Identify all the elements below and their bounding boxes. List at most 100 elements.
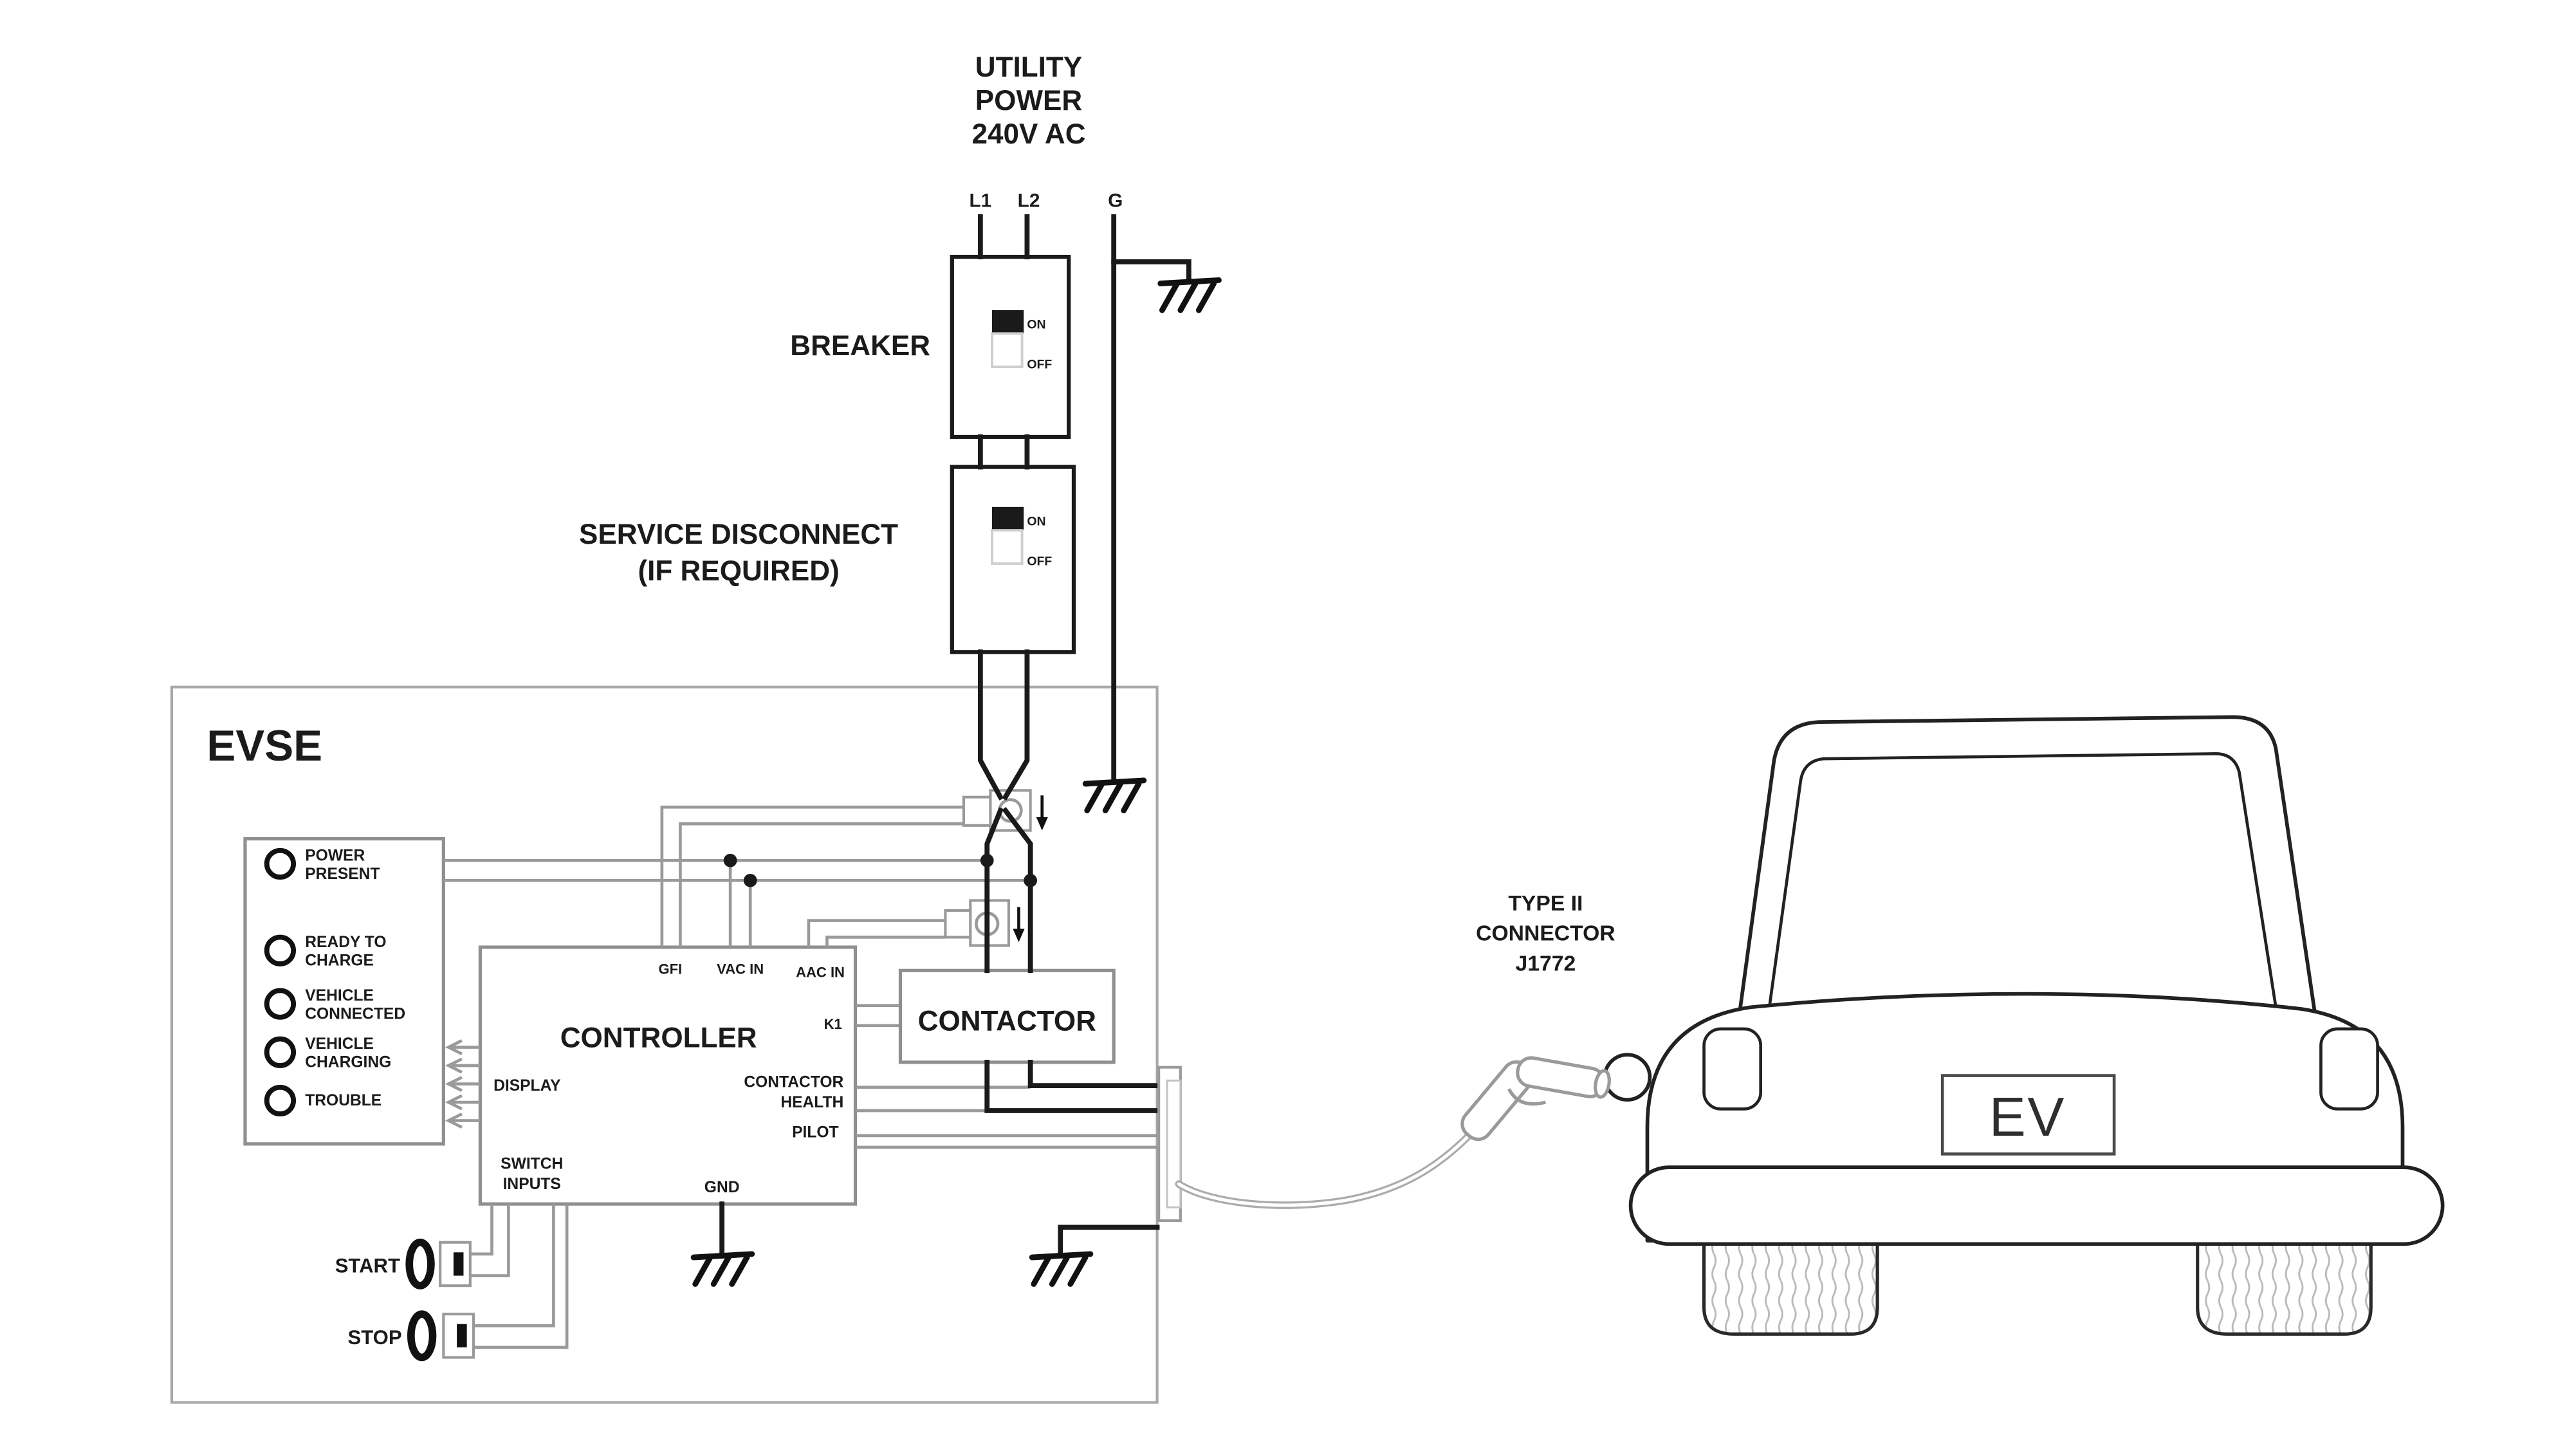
output-gnd-wire [1058,1225,1160,1255]
ground-symbol-icon [1161,280,1219,310]
l2-wire [1002,807,1033,974]
l2-wire [1002,649,1030,801]
display-bus-arrows [445,1039,481,1129]
start-switch-contact-icon [453,1252,464,1276]
terminal-l1: L1 [969,190,991,211]
breaker-box [950,254,1071,439]
service-disconnect: ON OFF SERVICE DISCONNECT (IF REQUIRED) [579,465,1076,654]
charge-cable [1175,1132,1473,1209]
controller-pin-k1: K1 [824,1016,842,1032]
l2-output-wire [1027,1059,1160,1089]
controller-pin-display: DISPLAY [493,1077,561,1095]
signal-wires [443,805,1159,1349]
connector-label-3: J1772 [1516,952,1576,975]
breaker-off-label: OFF [1027,358,1052,372]
led-ready-to-charge-icon [264,934,297,966]
start-button: START [335,1238,472,1289]
controller: GFI VAC IN AAC IN CONTROLLER K1 DISPLAY … [478,945,858,1206]
led-label: TROUBLE [305,1092,382,1109]
breaker-on-label: ON [1027,318,1045,332]
l1-output-wire [984,1059,1160,1113]
stop-button: STOP [348,1310,475,1362]
tail-light-left-icon [1702,1027,1763,1111]
license-plate-text: EV [1989,1087,2066,1148]
disconnect-off-label: OFF [1027,555,1052,569]
junction-dot [743,873,757,887]
junction-dot [1024,873,1037,887]
output-gland [1157,1066,1182,1223]
controller-pin-gfi: GFI [658,961,682,977]
status-led-panel: POWER PRESENT READY TO CHARGE VEHICLE CO… [243,836,445,1146]
connector-label-2: CONNECTOR [1476,922,1615,946]
led-label: VEHICLE [305,987,374,1004]
junction-dot [723,853,737,867]
terminal-labels: L1 L2 G [969,190,1123,211]
ev-car: EV [1603,715,2445,1336]
switch-input-wire-3 [474,1204,555,1327]
disconnect-switch-on-icon [991,506,1024,531]
gfi-sense-wire-1 [660,805,964,948]
controller-pin-gnd: GND [704,1179,740,1196]
charge-port-icon [1603,1053,1652,1102]
aac-sense-wire-1 [807,919,946,948]
led-label: CHARGE [305,952,374,970]
ground-branch-wire [1111,259,1191,281]
led-label: CHARGING [305,1054,391,1071]
terminal-l2: L2 [1018,190,1040,211]
disconnect-switch-off-icon [991,529,1024,565]
contactor-label: CONTACTOR [918,1006,1096,1037]
controller-pin-contactor-health-1: CONTACTOR [744,1074,843,1091]
charge-plug-icon [1460,1056,1611,1141]
ground-symbol-icon [1032,1254,1090,1284]
led-vehicle-connected-icon [264,988,297,1020]
ground-symbol-icon [1085,781,1144,811]
led-label: CONNECTED [305,1005,405,1022]
controller-box [478,945,858,1206]
terminal-ground: G [1108,190,1123,211]
type2-connector-label: TYPE II CONNECTOR J1772 [1476,892,1615,975]
breaker: ON OFF BREAKER [790,254,1071,439]
led-trouble-icon [264,1084,297,1117]
ground-symbol-icon [694,1254,752,1284]
controller-pin-switch-inputs-1: SWITCH [501,1156,563,1173]
controller-label: CONTROLLER [560,1022,757,1054]
stop-label: STOP [348,1326,402,1349]
disconnect-on-label: ON [1027,514,1045,528]
service-disconnect-label-1: SERVICE DISCONNECT [579,519,898,550]
service-disconnect-box [950,465,1076,654]
breaker-label: BREAKER [790,330,930,362]
led-power-present-icon [264,847,297,880]
controller-pin-contactor-health-2: HEALTH [780,1094,843,1111]
controller-pin-aac-in: AAC IN [796,965,845,981]
controller-pin-switch-inputs-2: INPUTS [503,1176,561,1193]
stop-switch-contact-icon [457,1324,467,1347]
led-label: VEHICLE [305,1035,374,1053]
pushbutton-icon [405,1238,435,1289]
pushbutton-icon [407,1310,437,1362]
breaker-switch-off-icon [991,332,1024,369]
gfi-sense-wire-2 [679,822,964,948]
controller-pin-pilot: PILOT [792,1123,838,1141]
contactor: CONTACTOR [898,968,1116,1064]
service-disconnect-label-2: (IF REQUIRED) [638,555,839,587]
led-label: POWER [305,847,365,864]
l1-wire [977,649,1004,801]
switch-input-wire-1 [470,1204,493,1256]
led-label: PRESENT [305,865,380,883]
arrow-left-icon [445,1039,481,1129]
power-wires [719,214,1191,1255]
wheel-left [1702,1239,1879,1336]
utility-power-label: UTILITY POWER 240V AC [971,51,1085,150]
start-label: START [335,1254,400,1277]
junction-dot [980,853,994,867]
switch-input-wire-2 [470,1204,510,1277]
utility-line1: UTILITY [975,51,1082,83]
switch-input-wire-4 [474,1204,569,1349]
led-vehicle-charging-icon [264,1036,297,1068]
controller-pin-vac-in: VAC IN [717,961,764,977]
connector-label-1: TYPE II [1508,892,1583,916]
contactor-box [898,968,1116,1064]
l1-wire [984,807,1004,974]
license-plate [1940,1074,2116,1156]
